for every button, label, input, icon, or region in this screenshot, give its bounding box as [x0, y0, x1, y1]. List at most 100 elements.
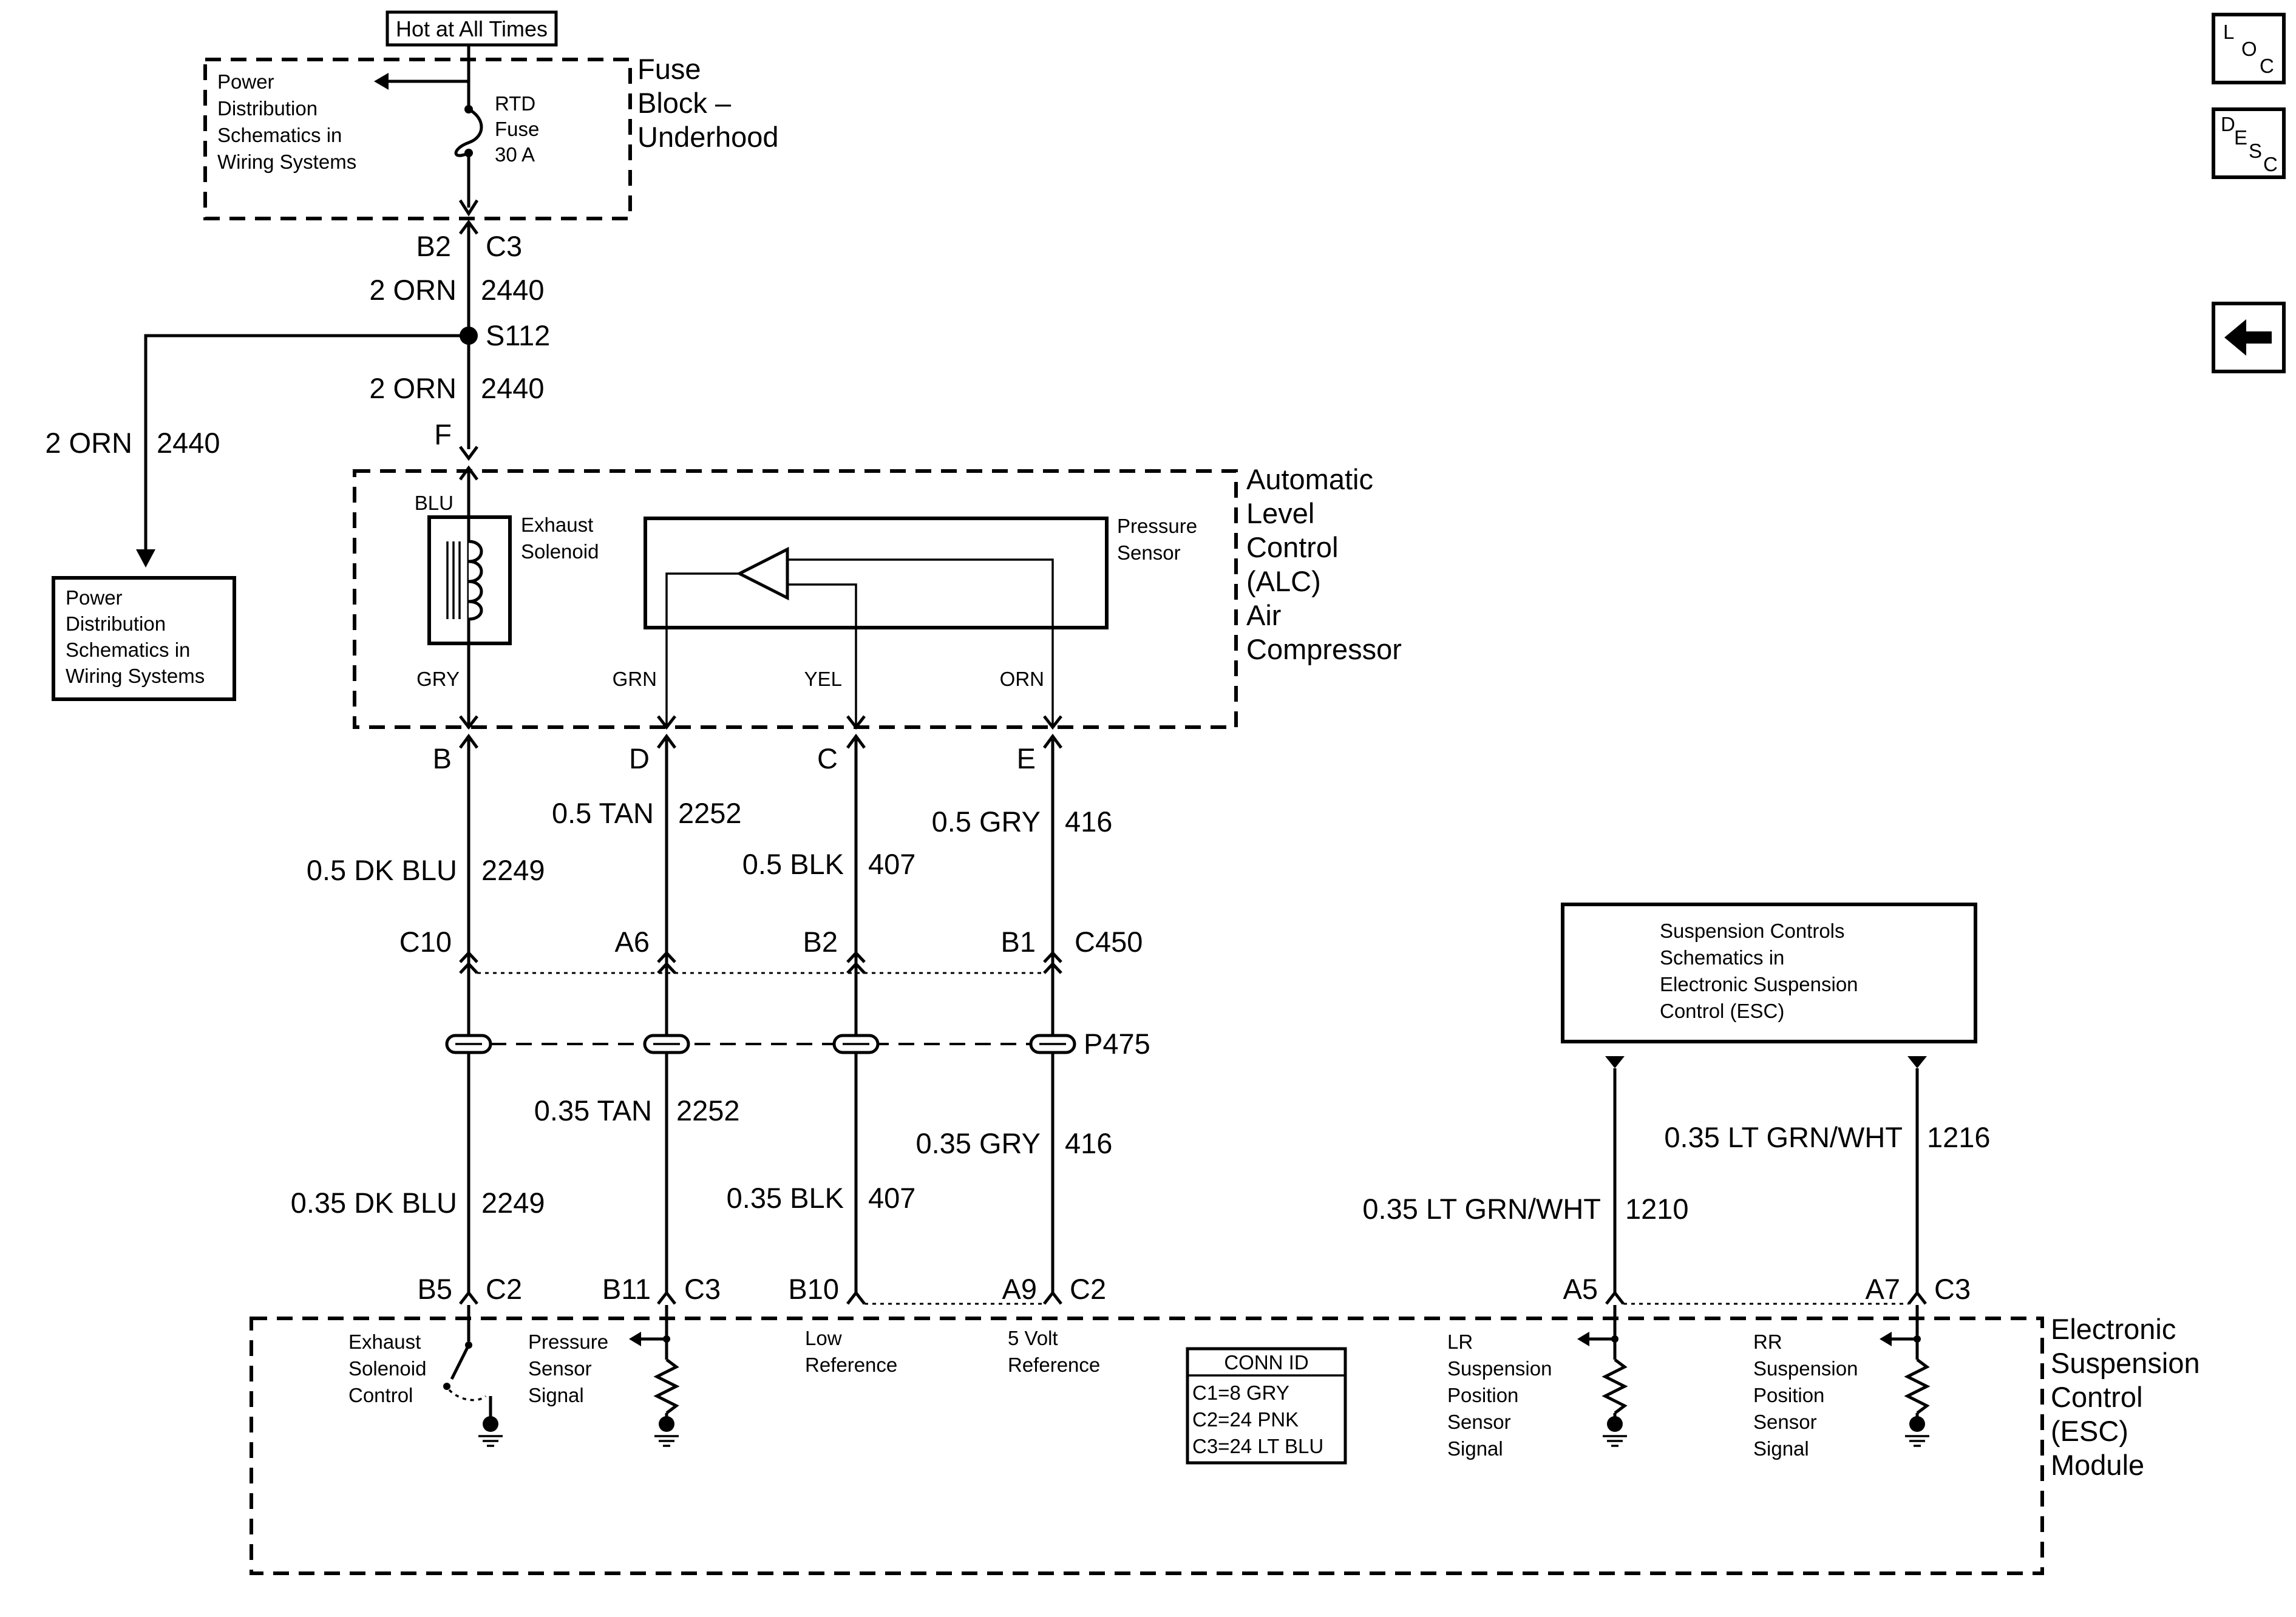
pin-c3: C3 [486, 230, 522, 262]
wire-2440-branch [144, 334, 469, 552]
w2-color-low: 0.35 TAN [534, 1094, 652, 1127]
w5-circuit-low: 1210 [1625, 1193, 1689, 1225]
rr-wire-arrow-icon [1907, 1056, 1927, 1068]
w4-color-mid: 0.5 GRY [932, 805, 1041, 838]
signal-wires [467, 739, 1055, 1293]
wire-color-2-orn-b: 2 ORN [369, 372, 457, 404]
pin-d-label: D [629, 742, 650, 775]
sensor-yel-wire [787, 583, 857, 728]
desc-button-frame[interactable] [2212, 107, 2286, 179]
hot-at-all-times-box [385, 10, 558, 47]
sensor-amplifier-icon [736, 546, 789, 601]
desc-letter-d: D [2221, 113, 2235, 135]
pin-b5: B5 [418, 1273, 453, 1305]
lr-wire-arrow-icon [1605, 1056, 1625, 1068]
five-volt-reference-label: 5 Volt Reference [1008, 1327, 1100, 1376]
w6-circuit-low: 1216 [1927, 1121, 1991, 1153]
fuse-branch-arrow-icon [374, 73, 389, 90]
w4-circuit-low: 416 [1065, 1127, 1112, 1159]
p475-name: P475 [1084, 1028, 1150, 1060]
pin-b10: B10 [788, 1273, 839, 1305]
esc-pin-a5-icon [1605, 1290, 1625, 1305]
pin-c-icon [846, 733, 866, 749]
power-distribution-ref[interactable]: Power Distribution Schematics in Wiring … [52, 576, 236, 701]
suspension-controls-ref-text: Suspension Controls Schematics in Electr… [1660, 920, 1864, 1022]
wire-color-2-orn-branch: 2 ORN [45, 427, 132, 459]
conn-id-title: CONN ID [1224, 1351, 1308, 1374]
loc-button-frame[interactable] [2212, 13, 2286, 84]
pin-b2: B2 [416, 230, 452, 262]
compressor-pins: B D C E [433, 733, 1063, 775]
connector-b2-c3-icon [458, 219, 479, 235]
branch-arrow-icon [136, 549, 155, 568]
p475-grommet-2 [643, 1034, 690, 1054]
c450-name: C450 [1075, 926, 1143, 958]
w5-color-low: 0.35 LT GRN/WHT [1362, 1193, 1601, 1225]
fuse-block-name: Fuse Block – Underhood [637, 53, 779, 153]
low-wire-labels: 0.35 DK BLU 2249 0.35 TAN 2252 0.35 BLK … [291, 1094, 1991, 1225]
suspension-controls-ref-box[interactable] [1561, 903, 1977, 1043]
p475-grommet-3 [832, 1034, 880, 1054]
esc-pin-b11-icon [657, 1290, 676, 1305]
c450-pin-2-lower [657, 961, 676, 974]
w3-circuit-mid: 407 [868, 848, 915, 880]
left-arrow-icon [2224, 319, 2272, 356]
wire-color-2-orn-a: 2 ORN [369, 274, 457, 306]
c450-pin-4-upper [1043, 951, 1062, 963]
c450-pin-2-upper [657, 951, 676, 963]
circuit-2440-b: 2440 [481, 372, 545, 404]
w6-color-low: 0.35 LT GRN/WHT [1664, 1121, 1903, 1153]
c450-pin-a6: A6 [615, 926, 650, 958]
conn-id-c1: C1=8 GRY [1192, 1381, 1289, 1404]
pin-b11: B11 [602, 1273, 651, 1305]
w2-color-mid: 0.5 TAN [552, 797, 654, 829]
orn-out-arrow-icon [1043, 715, 1062, 730]
back-button[interactable] [2212, 302, 2286, 373]
splice-s112-label: S112 [486, 319, 550, 351]
w1-circuit-mid: 2249 [481, 854, 545, 886]
solenoid-coil-icon [468, 540, 483, 621]
desc-letter-s: S [2249, 140, 2262, 162]
c450-pin-3-lower [846, 961, 866, 974]
rr-signal-resistor-icon [1880, 1305, 1931, 1447]
grn-out-arrow-icon [657, 715, 676, 730]
w3-color-low: 0.35 BLK [727, 1182, 844, 1214]
esc-module-name: Electronic Suspension Control (ESC) Modu… [2051, 1313, 2208, 1481]
exhaust-solenoid-label: Exhaust Solenoid [521, 514, 599, 563]
desc-button[interactable]: D E S C [2212, 107, 2286, 179]
alc-compressor-name: Automatic Level Control (ALC) Air Compre… [1246, 463, 1402, 665]
fuse-block-outline [203, 58, 632, 220]
power-distribution-ref-box[interactable] [52, 576, 236, 701]
alc-air-compressor: Automatic Level Control (ALC) Air Compre… [353, 463, 1402, 730]
wire-label-blu: BLU [415, 492, 453, 514]
exhaust-control-switch-icon [443, 1305, 503, 1447]
sensor-grn-wire [665, 572, 739, 728]
pin-a7: A7 [1866, 1273, 1901, 1305]
w4-color-low: 0.35 GRY [915, 1127, 1041, 1159]
c450-pin-b2: B2 [803, 926, 838, 958]
fuse-block: Hot at All Times Fuse Block – Underhood … [203, 10, 779, 220]
esc-module: Electronic Suspension Control (ESC) Modu… [250, 1305, 2208, 1575]
exhaust-solenoid-box [427, 515, 512, 645]
wire-label-orn: ORN [1000, 668, 1044, 690]
fuse-element-icon [454, 107, 483, 157]
exhaust-solenoid-control-label: Exhaust Solenoid Control [348, 1331, 432, 1406]
circuit-2440-a: 2440 [481, 274, 545, 306]
connector-c450: C10 A6 B2 B1 C450 [399, 926, 1143, 974]
esc-module-outline [250, 1317, 2044, 1575]
c450-pin-1-lower [459, 961, 478, 974]
alc-compressor-outline [353, 469, 1238, 729]
wire-label-grn: GRN [613, 668, 657, 690]
fuse-out-arrow-icon [458, 199, 479, 217]
solenoid-out-arrow-icon [459, 715, 478, 730]
loc-button[interactable]: L O C [2212, 13, 2286, 84]
pin-e-icon [1042, 733, 1063, 749]
upper-wire-run: B2 C3 2 ORN 2440 S112 2 ORN 2440 F 2 ORN… [45, 219, 550, 568]
suspension-controls-ref[interactable]: Suspension Controls Schematics in Electr… [1561, 903, 1977, 1068]
pin-c3-a: C3 [684, 1273, 721, 1305]
connector-f-upper-icon [458, 446, 479, 461]
p475-grommet-1 [445, 1034, 492, 1054]
pin-f: F [434, 418, 452, 450]
